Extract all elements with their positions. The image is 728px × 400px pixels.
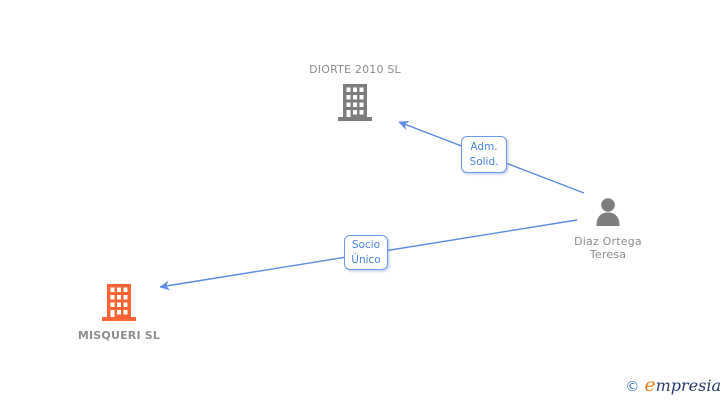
- node-diorte-2010-sl[interactable]: DIORTE 2010 SL: [275, 63, 435, 125]
- node-diaz-ortega-teresa[interactable]: Diaz Ortega Teresa: [528, 198, 688, 261]
- empresia-watermark: © empresia: [625, 374, 721, 396]
- copyright-icon: ©: [625, 379, 640, 395]
- edge-label-adm-solid: Adm. Solid.: [461, 136, 507, 173]
- edge-label-socio-line2: Único: [351, 253, 381, 266]
- building-icon: [102, 284, 136, 321]
- node-diorte-label: DIORTE 2010 SL: [309, 63, 401, 76]
- edge-label-adm-line2: Solid.: [469, 155, 499, 168]
- edge-label-socio-line1: Socio: [351, 238, 381, 251]
- empresia-logo-rest: mpresia: [655, 376, 721, 395]
- building-icon: [338, 84, 372, 121]
- edge-label-socio-unico: Socio Único: [344, 235, 388, 270]
- person-icon: [596, 198, 620, 226]
- person-name-line1: Diaz Ortega: [574, 235, 642, 248]
- empresia-logo: empresia: [644, 374, 721, 396]
- empresia-logo-e: e: [644, 374, 656, 396]
- node-misqueri-label: MISQUERI SL: [77, 329, 161, 342]
- person-name-line2: Teresa: [589, 248, 627, 261]
- node-person-label: Diaz Ortega Teresa: [528, 235, 688, 261]
- node-misqueri-sl[interactable]: MISQUERI SL: [39, 284, 199, 342]
- edge-label-adm-line1: Adm.: [470, 140, 498, 153]
